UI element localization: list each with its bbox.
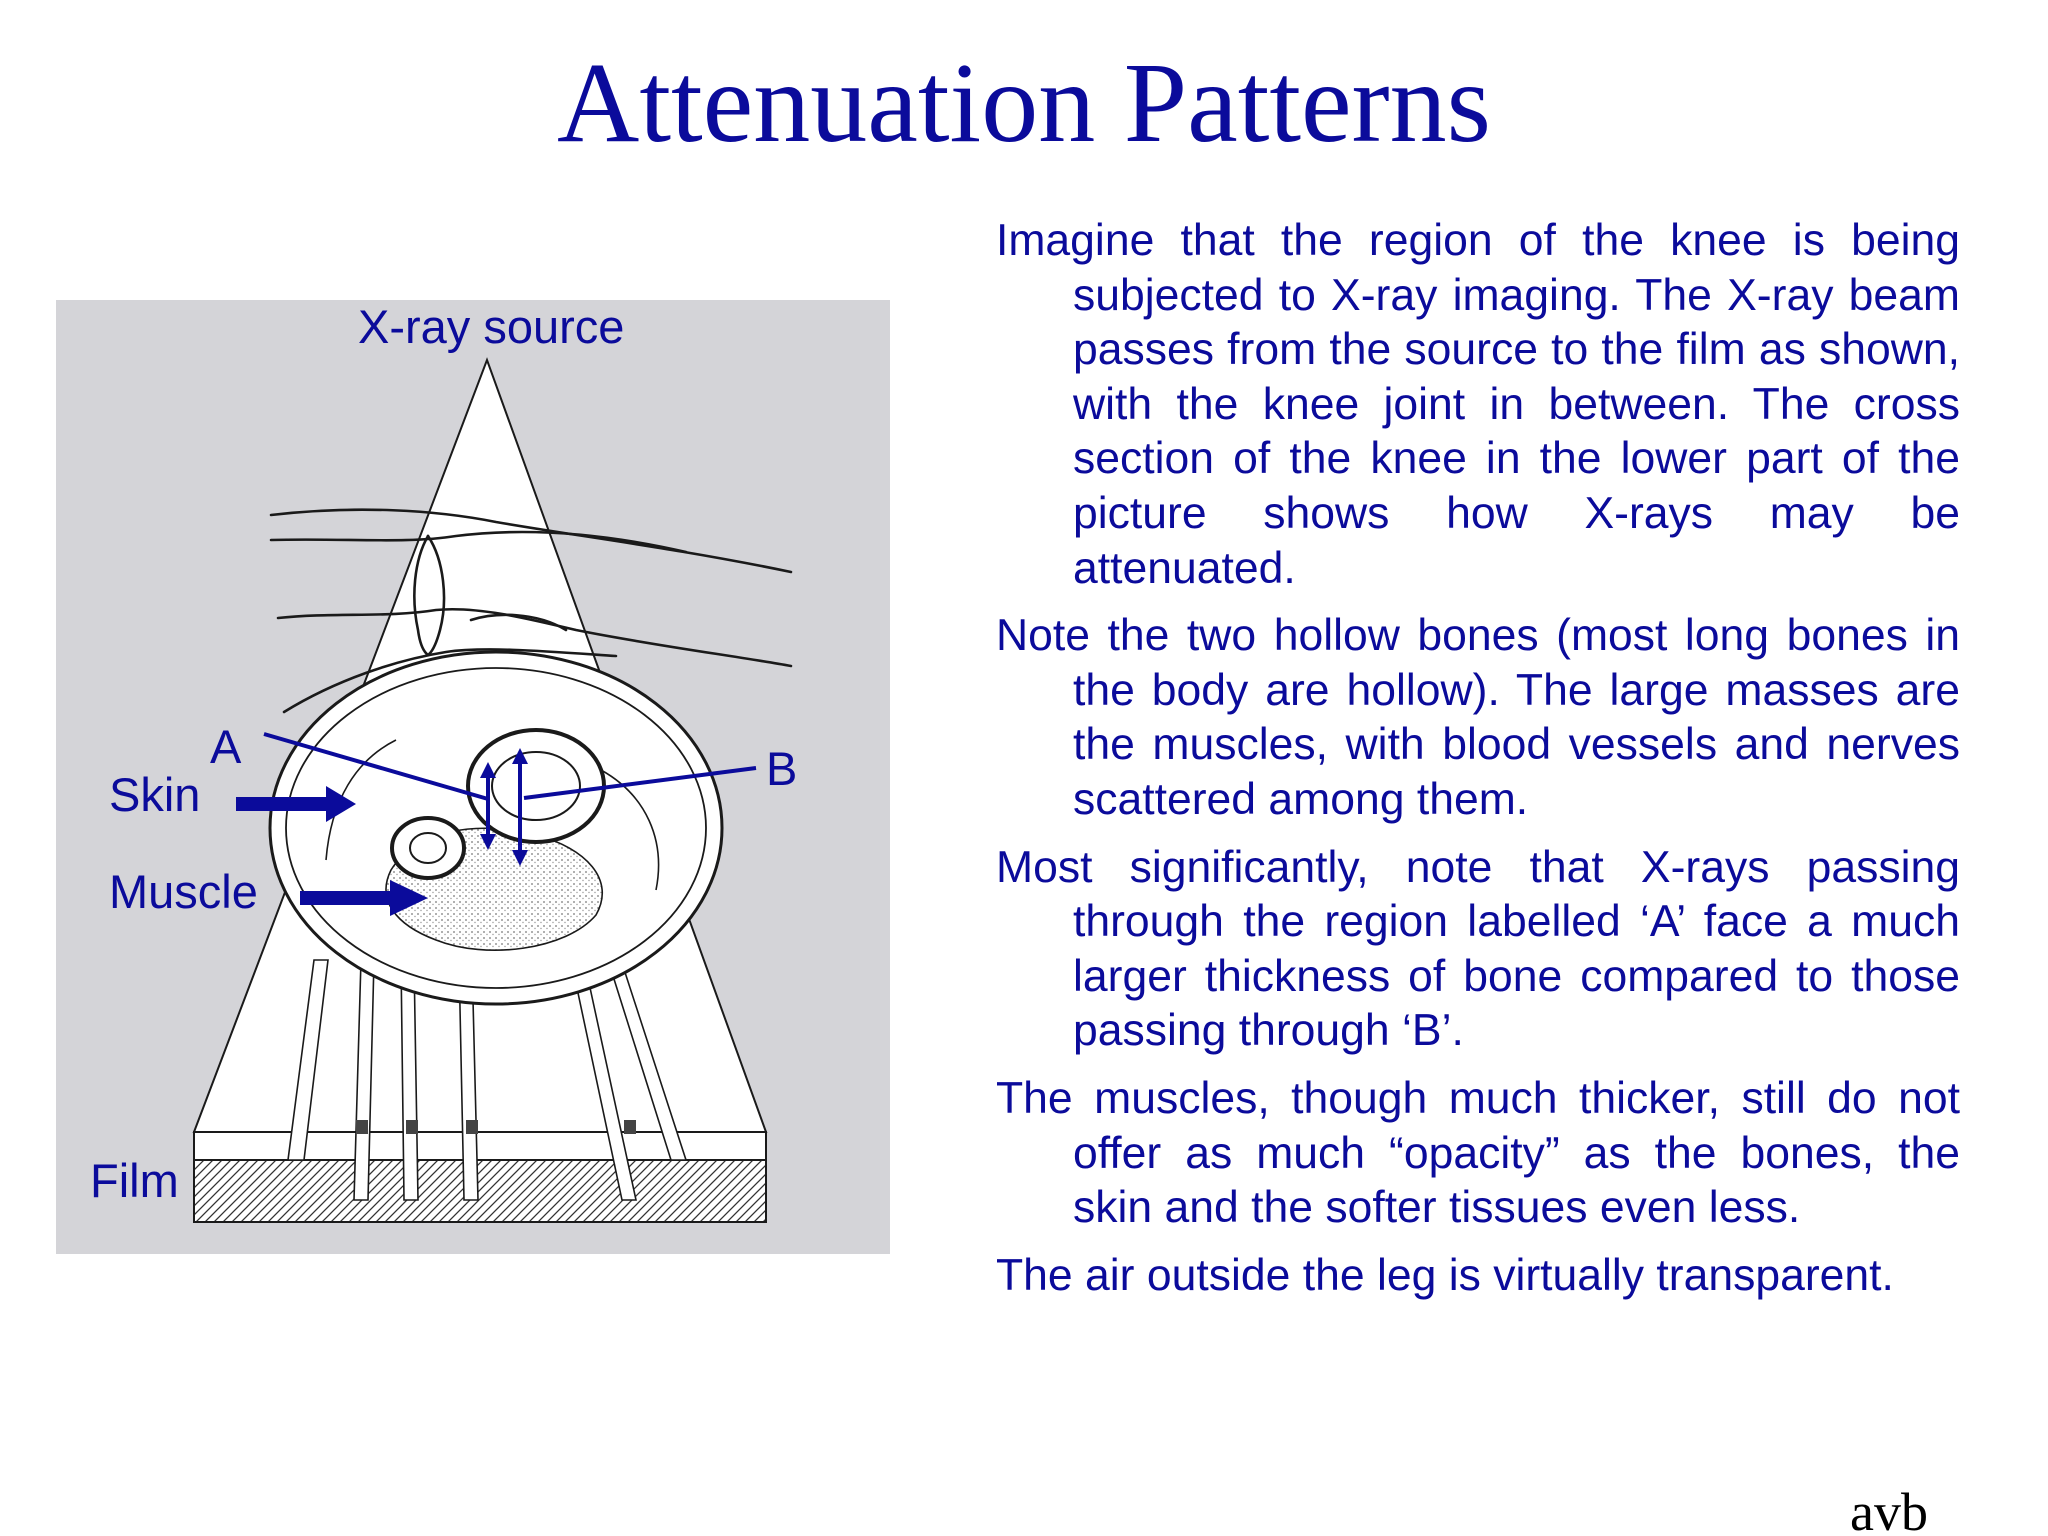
skin-arrow-icon (326, 786, 356, 822)
film-plate (193, 1159, 767, 1223)
slide-title: Attenuation Patterns (557, 39, 1491, 166)
film-exposure-marks (356, 1120, 636, 1134)
muscle-arrow-icon (390, 880, 428, 916)
label-muscle: Muscle (109, 865, 258, 918)
pointer-a (263, 732, 489, 801)
label-xray-source: X-ray source (358, 300, 625, 353)
paragraph-region-a-b: Most significantly, note that X-rays pas… (996, 842, 1960, 1056)
paragraph-intro: Imagine that the region of the knee is b… (996, 216, 1960, 593)
annotation-arrows (236, 732, 757, 916)
paragraph-muscles: The muscles, though much thicker, still … (996, 1073, 1960, 1233)
label-film: Film (90, 1154, 179, 1207)
author-initials: avb (1850, 1482, 1928, 1536)
knee-xray-figure: X-ray source A B Skin Muscle Film (56, 300, 890, 1254)
label-skin: Skin (109, 768, 201, 821)
leg-cross-section (268, 650, 724, 1006)
knee-joint-drawing (269, 508, 793, 714)
paragraph-hollow-bones: Note the two hollow bones (most long bon… (996, 611, 1960, 824)
knee-xray-diagram (192, 357, 793, 1223)
paragraph-air: The air outside the leg is virtually tra… (996, 1250, 1894, 1300)
label-b: B (766, 742, 798, 795)
label-a: A (210, 720, 242, 773)
explanation-text: Imagine that the region of the knee is b… (996, 214, 1960, 1316)
pointer-b (523, 766, 757, 800)
